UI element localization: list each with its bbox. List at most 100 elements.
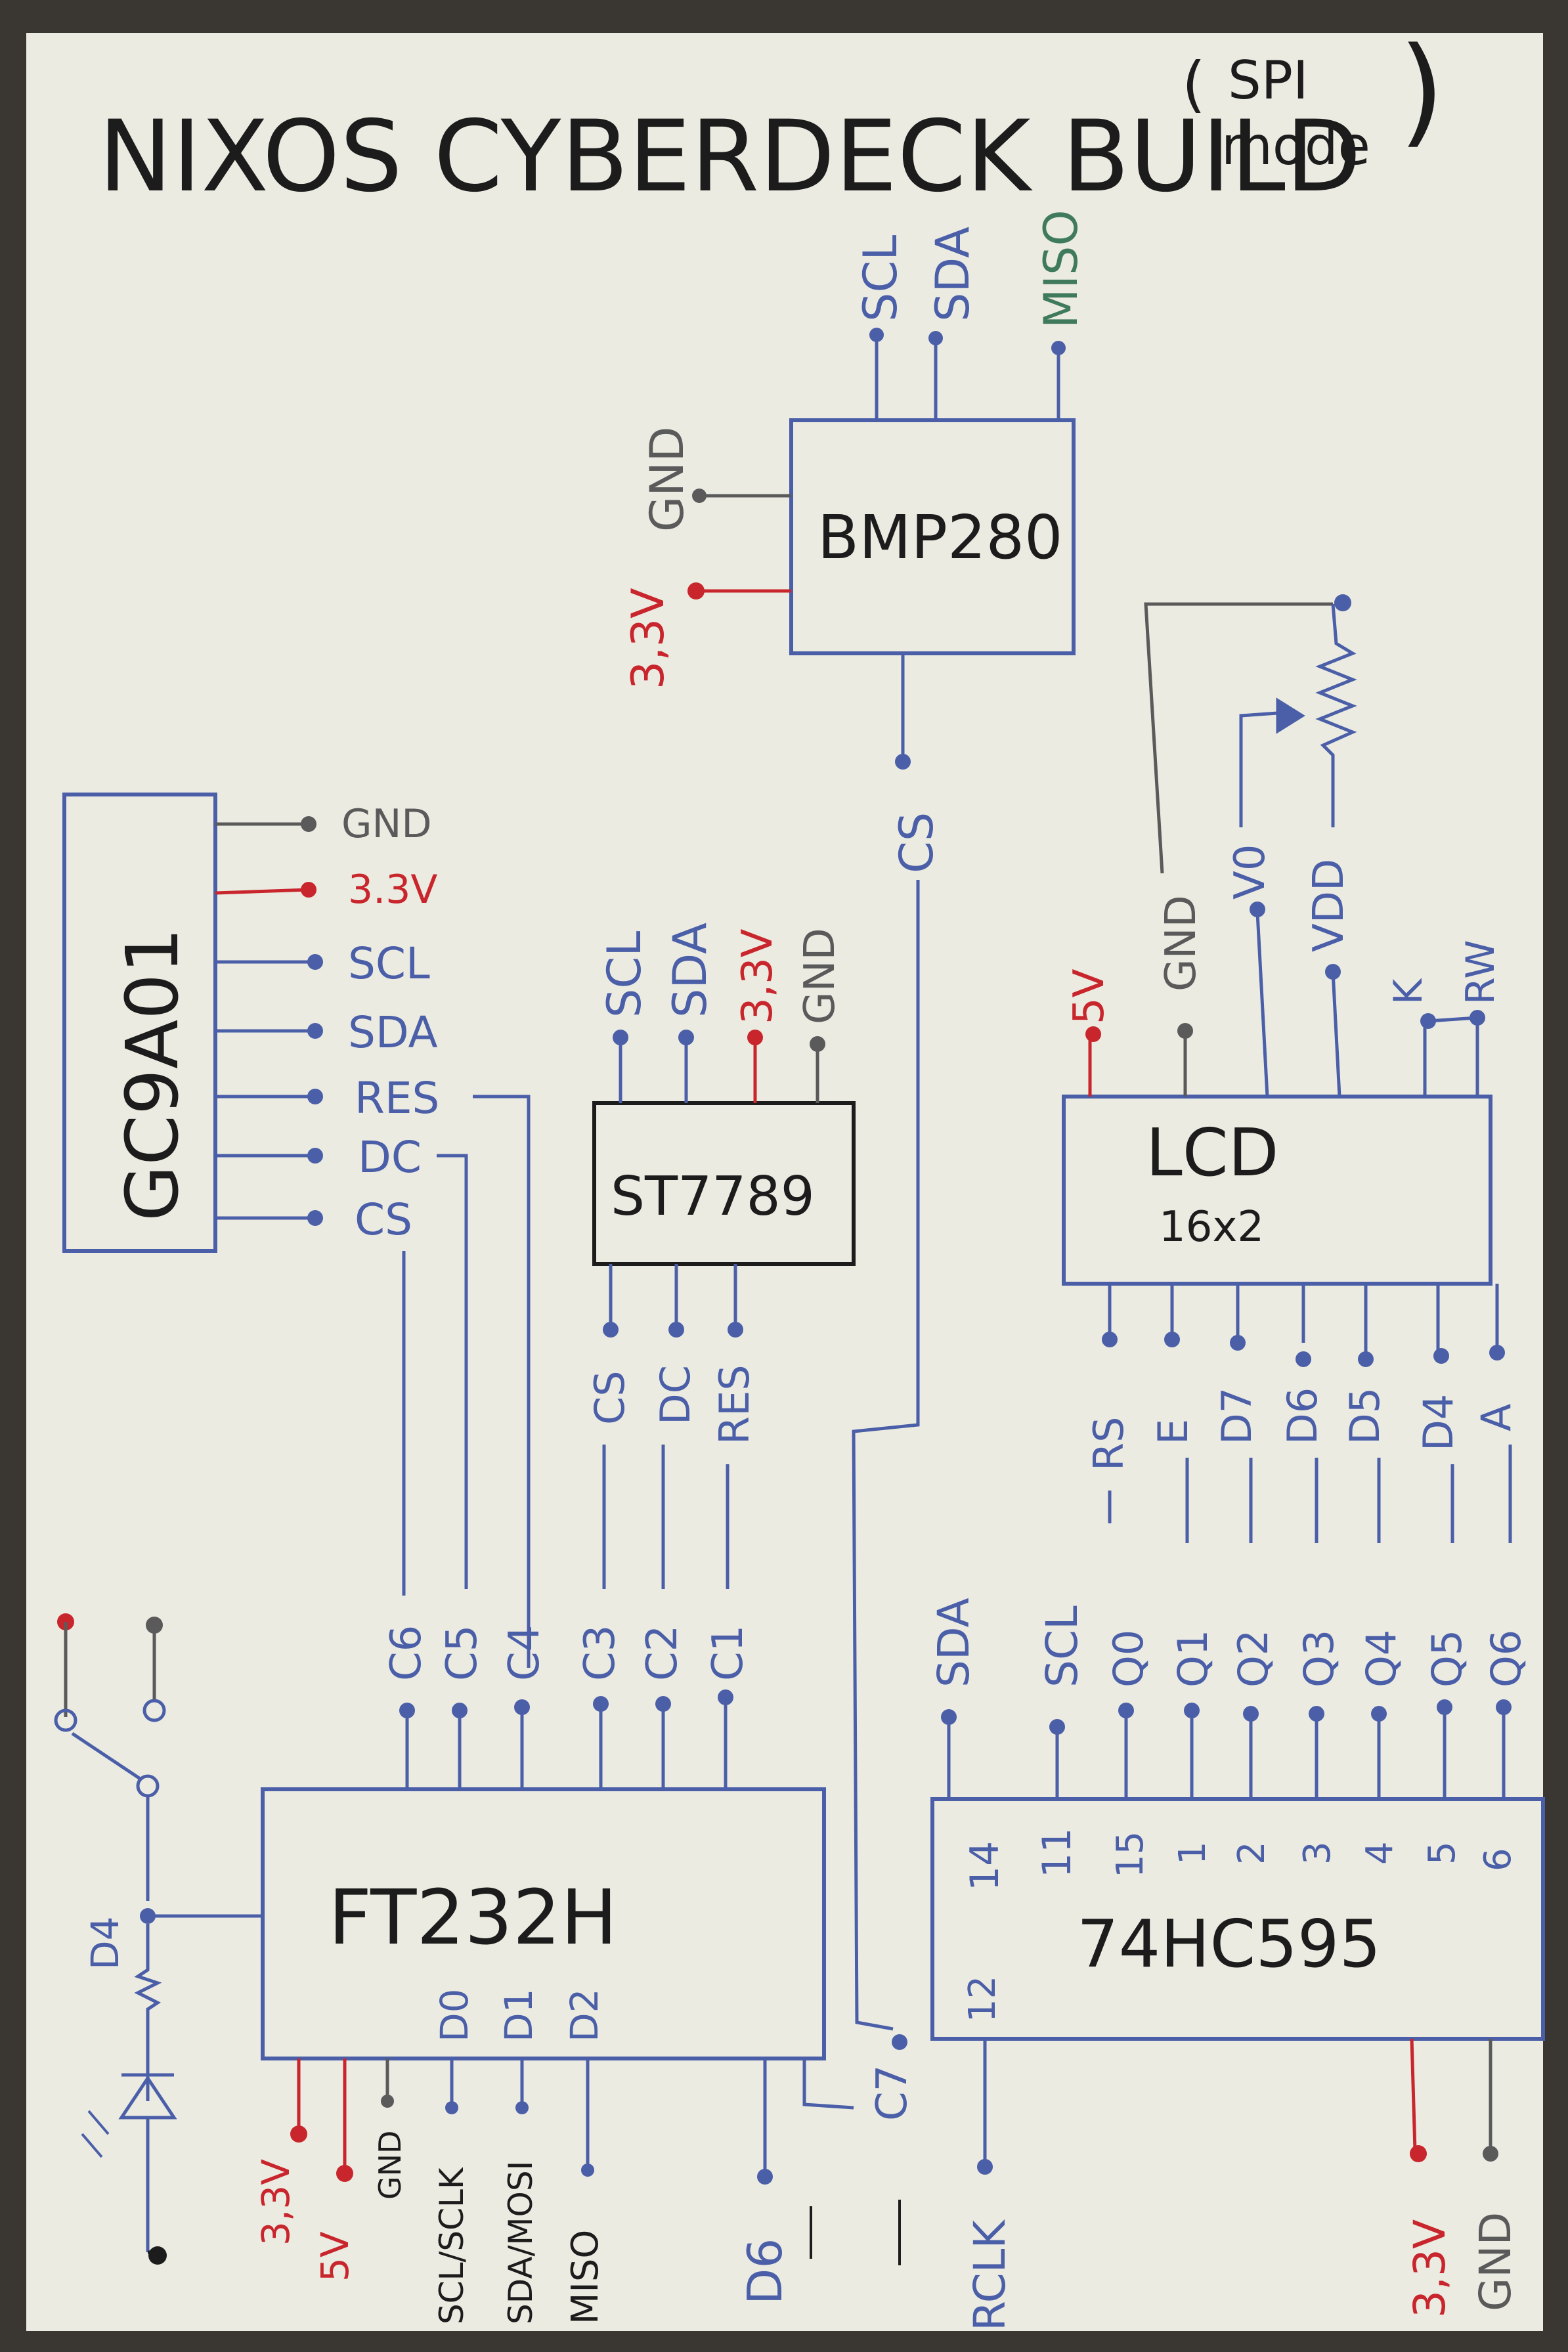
gc9a01-pin-3v3: 3.3V [348, 867, 437, 913]
ic74hc595-module: 74HC595 SDA SCL Q0 Q1 Q2 Q3 Q4 Q5 Q6 14 … [928, 1598, 1545, 2331]
bmp280-pin-scl: SCL [854, 235, 907, 322]
ic-pin-q1: Q1 [1169, 1630, 1217, 1688]
ic-num-4: 4 [1359, 1841, 1401, 1865]
lcd-module: LCD 16x2 5V GND V0 VDD K RW [1062, 844, 1520, 1471]
st7789-pin-cs: CS [586, 1370, 634, 1425]
gc9a01-pin-sda: SDA [348, 1007, 438, 1058]
lcd-label: LCD [1146, 1114, 1279, 1191]
ic-pin-q4: Q4 [1357, 1630, 1405, 1688]
ic-num-3: 3 [1296, 1841, 1339, 1865]
lcd-gnd-wire [1144, 602, 1333, 874]
lcd-pin-a: A [1472, 1404, 1520, 1431]
st7789-label: ST7789 [611, 1165, 815, 1228]
title-text: NIXOS CYBERDECK BUILD [98, 100, 1361, 214]
ft232h-pin-c4: C4 [500, 1625, 549, 1681]
gc9a01-pin-cs: CS [355, 1194, 412, 1245]
ic-num-1: 1 [1171, 1841, 1214, 1865]
ft232h-pin-scl-sclk: SCL/SCLK [433, 2167, 471, 2324]
ic-pin-scl: SCL [1037, 1605, 1087, 1688]
ic-num-12: 12 [961, 1976, 1004, 2022]
bmp280-pin-gnd: GND [640, 426, 694, 532]
bmp280-pin-3v3: 3,3V [622, 588, 674, 689]
lcd-pin-v0: V0 [1226, 844, 1274, 900]
st7789-pin-res: RES [710, 1364, 758, 1445]
st7789-pin-dc: DC [651, 1365, 699, 1425]
st7789-module: ST7789 SCL SDA 3,3V GND CS DC RES [586, 923, 856, 1445]
dc-wire [437, 1154, 468, 1589]
gc9a01-pin-res: RES [355, 1073, 439, 1123]
ic-num-15: 15 [1109, 1831, 1152, 1878]
ft232h-pin-c5: C5 [438, 1625, 487, 1681]
ic-pin-q0: Q0 [1104, 1630, 1152, 1688]
lcd-pin-d7: D7 [1213, 1387, 1261, 1445]
lcd-pin-rs: RS [1085, 1417, 1133, 1471]
title-mode: mode [1221, 116, 1370, 177]
ic-pin-q6: Q6 [1482, 1630, 1530, 1688]
bmp280-module: BMP280 SCL SDA MISO GND 3,3V CS [622, 209, 1088, 873]
lcd-pin-rw: RW [1458, 940, 1504, 1005]
ic-pin-q2: Q2 [1229, 1630, 1277, 1688]
bmp280-pin-sda: SDA [926, 227, 980, 322]
lcd-pin-d6: D6 [1278, 1387, 1326, 1445]
ft232h-pin-c3: C3 [576, 1625, 624, 1681]
paper-sheet [26, 33, 1543, 2331]
ft232h-pin-c2: C2 [638, 1625, 687, 1681]
gc9a01-pin-scl: SCL [348, 938, 430, 989]
lcd-pin-5v: 5V [1065, 969, 1114, 1024]
ft232h-pin-gnd: GND [372, 2131, 408, 2200]
st7789-pin-gnd: GND [796, 928, 844, 1024]
gc9a01-label: GC9A01 [110, 928, 194, 1221]
gc9a01-pin-gnd: GND [341, 801, 432, 847]
ic-num-5: 5 [1421, 1841, 1464, 1865]
title-spi: SPI [1228, 50, 1309, 111]
ft232h-pin-d2: D2 [562, 1988, 607, 2042]
ft232h-pin-miso: MISO [564, 2230, 607, 2324]
ft232h-pin-c7: C7 [868, 2065, 917, 2121]
ft232h-pin-c6: C6 [382, 1625, 431, 1681]
lcd-pin-k: K [1385, 978, 1431, 1005]
pot-wiper-arrow [1276, 697, 1305, 734]
st7789-pin-3v3: 3,3V [733, 928, 782, 1024]
ic-pin-rclk: RCLK [965, 2219, 1015, 2331]
diode-label: D4 [83, 1916, 127, 1970]
ft232h-pin-c1: C1 [704, 1625, 752, 1681]
ft232h-pin-d6: D6 [737, 2238, 793, 2305]
ic-num-11: 11 [1034, 1828, 1080, 1878]
ic-num-14: 14 [962, 1841, 1008, 1891]
ic74hc595-label: 74HC595 [1077, 1906, 1381, 1982]
lcd-pin-e: E [1149, 1419, 1197, 1445]
title-paren: ( [1182, 49, 1206, 120]
ft232h-pin-5v: 5V [313, 2231, 357, 2282]
lcd-sublabel: 16x2 [1159, 1203, 1264, 1252]
lcd-pin-gnd: GND [1157, 895, 1206, 991]
ic-pin-gnd: GND [1470, 2212, 1521, 2311]
potentiometer [1315, 603, 1357, 827]
switch-diode: D4 [54, 1613, 263, 2265]
ic-pin-q3: Q3 [1295, 1630, 1343, 1688]
ic-pin-3v3: 3,3V [1405, 2219, 1455, 2318]
ft232h-pin-d0: D0 [432, 1988, 477, 2042]
bmp280-label: BMP280 [817, 502, 1063, 573]
res-wire [473, 1095, 531, 1668]
ft232h-pin-3v3: 3,3V [253, 2159, 298, 2246]
gc9a01-module: GC9A01 GND 3.3V SCL SDA RES DC CS [62, 793, 439, 1253]
cs-wire [852, 880, 920, 2031]
ic-num-6: 6 [1477, 1848, 1519, 1871]
gc9a01-pin-dc: DC [358, 1132, 422, 1183]
st7789-pin-sda: SDA [663, 923, 717, 1018]
ft232h-module: FT232H C6 C5 C4 C3 C2 C1 D0 D1 D2 3,3V 5… [253, 1625, 917, 2324]
ic-num-2: 2 [1230, 1841, 1273, 1865]
ft232h-pin-sda-mosi: SDA/MOSI [502, 2161, 540, 2324]
bmp280-pin-cs: CS [890, 812, 944, 873]
title-paren-close: ) [1399, 22, 1445, 160]
ic-pin-sda: SDA [928, 1598, 979, 1688]
st7789-pin-scl: SCL [598, 931, 651, 1018]
lcd-pin-vdd: VDD [1305, 859, 1353, 952]
bmp280-pin-miso: MISO [1034, 209, 1088, 328]
lcd-pin-d5: D5 [1341, 1387, 1389, 1445]
ic-pin-q5: Q5 [1423, 1630, 1471, 1688]
lcd-pin-d4: D4 [1414, 1394, 1462, 1451]
ft232h-label: FT232H [328, 1874, 617, 1962]
